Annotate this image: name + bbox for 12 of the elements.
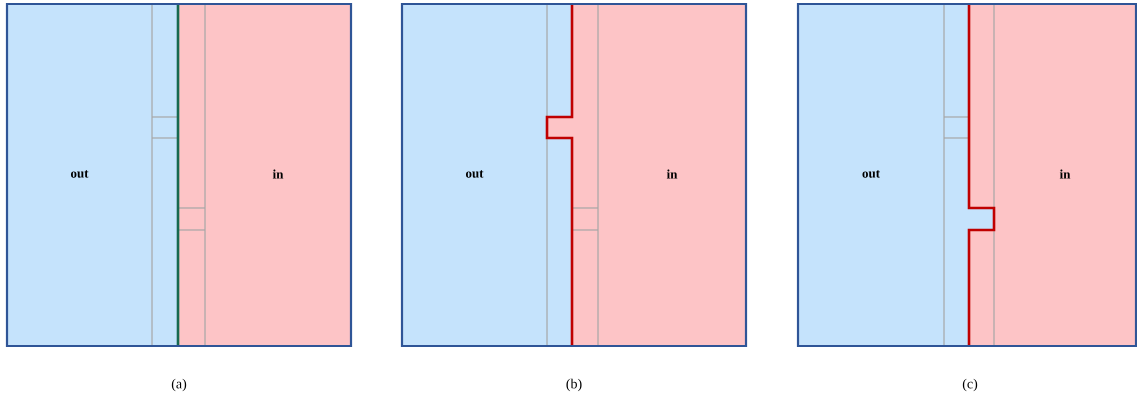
panel-caption: (a)	[171, 378, 187, 392]
panel-frame	[400, 2, 748, 348]
region-label: in	[666, 169, 678, 179]
panel-caption: (b)	[566, 378, 582, 392]
region-label: out	[71, 170, 89, 178]
region-label: in	[272, 169, 284, 179]
region-label: out	[466, 170, 484, 178]
region-label: in	[1059, 169, 1071, 179]
panel-frame	[796, 2, 1137, 348]
panel-frame	[5, 2, 353, 348]
region-label: out	[862, 170, 880, 178]
panel-caption: (c)	[962, 378, 978, 392]
